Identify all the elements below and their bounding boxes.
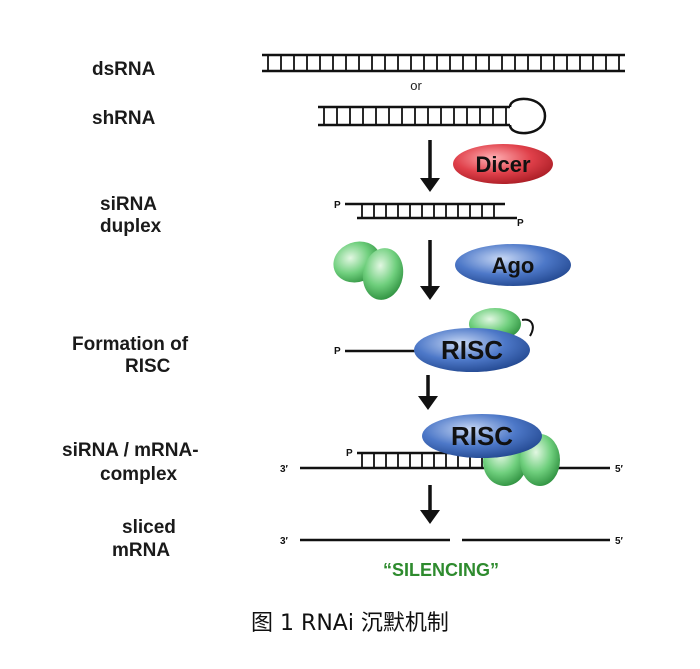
or-text: or xyxy=(410,78,422,93)
phosphate-marker-4: P xyxy=(346,448,353,459)
label-sirna-line1: siRNA xyxy=(100,194,157,215)
arrow-ago-head xyxy=(420,286,440,300)
argonaute-protein xyxy=(333,241,404,300)
phosphate-marker-1: P xyxy=(334,200,341,211)
label-dsrna: dsRNA xyxy=(92,59,156,80)
dicer-label: Dicer xyxy=(475,152,530,177)
label-risc-line2: RISC xyxy=(125,356,171,377)
label-sirna-line2: duplex xyxy=(100,216,162,237)
sirna-duplex xyxy=(345,202,517,220)
label-sliced-line2: mRNA xyxy=(112,540,170,561)
dicer-enzyme xyxy=(453,144,553,184)
arrow-dicer-head xyxy=(420,178,440,192)
risc-formation xyxy=(345,308,534,372)
label-shrna: shRNA xyxy=(92,108,156,129)
figure-caption: 图 1 RNAi 沉默机制 xyxy=(251,611,449,636)
ago-enzyme xyxy=(455,244,571,286)
sirna-mrna-complex xyxy=(300,414,610,486)
five-prime-marker-1: 5′ xyxy=(615,464,624,475)
phosphate-marker-2: P xyxy=(517,218,524,229)
dsrna-ladder xyxy=(262,53,625,73)
label-complex-line1: siRNA / mRNA- xyxy=(62,440,199,461)
five-prime-marker-2: 5′ xyxy=(615,536,624,547)
label-risc-line1: Formation of xyxy=(72,334,189,355)
label-sliced-line1: sliced xyxy=(122,517,176,538)
risc-label-1: RISC xyxy=(441,335,503,365)
arrow-slice-head xyxy=(420,510,440,524)
phosphate-marker-3: P xyxy=(334,346,341,357)
ago-label: Ago xyxy=(492,253,535,278)
arrow-risc-head xyxy=(418,396,438,410)
three-prime-marker-1: 3′ xyxy=(280,464,289,475)
label-complex-line2: complex xyxy=(100,464,178,485)
shrna-hairpin xyxy=(318,97,547,135)
silencing-text: “SILENCING” xyxy=(383,560,499,580)
three-prime-marker-2: 3′ xyxy=(280,536,289,547)
risc-label-2: RISC xyxy=(451,421,513,451)
